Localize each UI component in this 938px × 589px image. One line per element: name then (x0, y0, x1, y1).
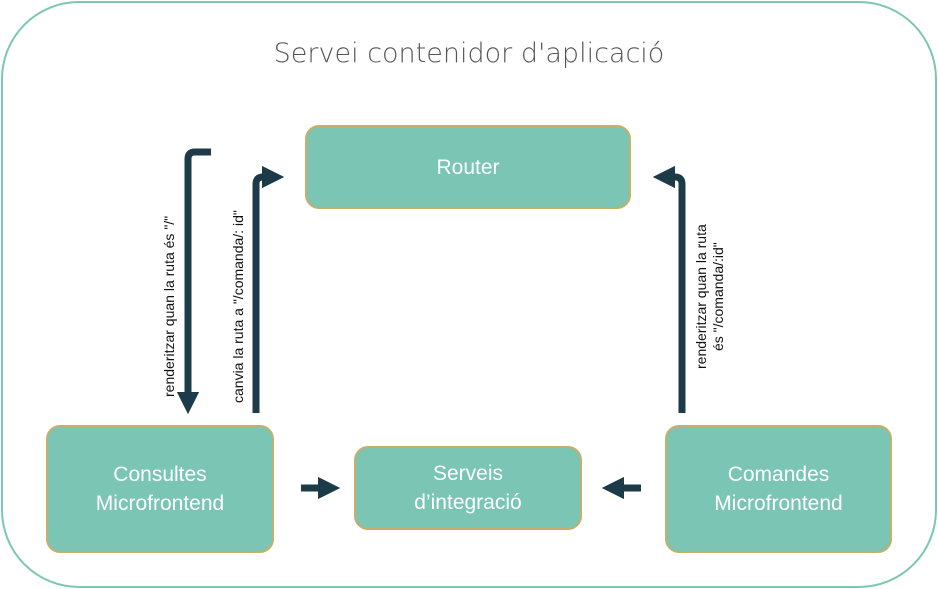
edge-label-comandes-render-line1: renderitzar quan la ruta (693, 224, 709, 369)
serveis-label-line2: d’integració (414, 491, 522, 514)
comandes-label-line1: Comandes (727, 463, 830, 486)
consultes-microfrontend-node: Consultes Microfrontend (46, 425, 274, 553)
router-node: Router (305, 125, 631, 209)
container-title: Servei contenidor d'aplicació (273, 38, 665, 69)
edge-label-canvia-ruta: canvia la ruta a "/comanda/: id" (230, 210, 246, 403)
arrow-router-to-consultes (176, 148, 211, 415)
comandes-label-line2: Microfrontend (714, 492, 843, 515)
consultes-label-line1: Consultes (113, 463, 207, 486)
serveis-label-line1: Serveis (432, 462, 504, 485)
arrow-consultes-to-router (252, 165, 285, 413)
arrow-comandes-to-router (652, 165, 686, 413)
comandes-microfrontend-node: Comandes Microfrontend (665, 425, 892, 553)
edge-label-comandes-render: renderitzar quan la ruta és "/comanda/:i… (693, 224, 727, 369)
edge-label-consultes-render: renderitzar quan la ruta és "/" (161, 215, 177, 397)
consultes-label-line2: Microfrontend (95, 492, 225, 515)
edge-label-comandes-render-line2: és "/comanda/:id" (710, 242, 726, 352)
serveis-integracio-node: Serveis d’integració (354, 446, 582, 530)
router-label: Router (436, 155, 500, 179)
